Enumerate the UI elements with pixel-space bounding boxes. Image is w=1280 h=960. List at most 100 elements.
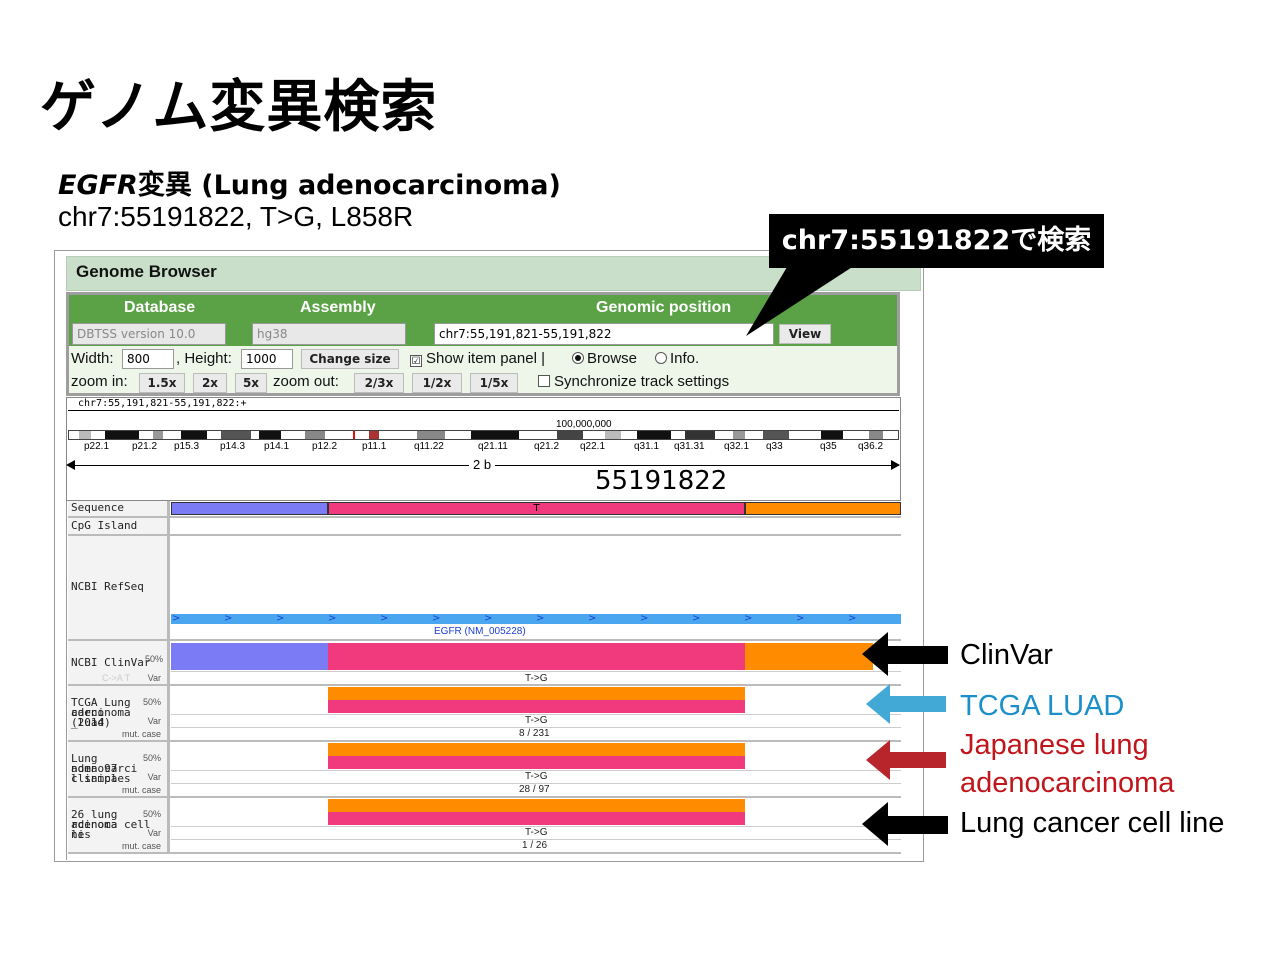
label-cellline: Lung cancer cell line <box>960 807 1225 839</box>
tcga-count: 8 / 231 <box>519 728 550 739</box>
tcga-bar-g <box>328 687 745 700</box>
scale-line <box>68 410 899 411</box>
japanese-change: T->G <box>525 771 548 782</box>
show-item-panel-checkbox[interactable]: ☑ <box>410 355 422 367</box>
zoom-out-label: zoom out: <box>273 373 339 390</box>
position-header: Genomic position <box>596 299 732 316</box>
track-pointer-arrows <box>862 632 948 846</box>
clinvar-bar-g <box>745 643 873 670</box>
cellline-bar-g <box>328 799 745 812</box>
subtitle-rest: 変異 (Lung adenocarcinoma) <box>137 170 561 201</box>
refseq-gene-name[interactable]: EGFR (NM_005228) <box>434 626 526 637</box>
cellline-bar-t <box>328 812 745 825</box>
band-label: q22.1 <box>580 441 606 452</box>
band-label: q36.2 <box>858 441 884 452</box>
cellline-change: T->G <box>525 827 548 838</box>
zoom-out-1-5x-button[interactable]: 1/5x <box>470 373 518 393</box>
track-label-cellline[interactable]: 26 lung adenoca rcinoma cell li nes 50% … <box>68 798 170 854</box>
row-divider <box>171 783 901 784</box>
zoom-in-1.5x-button[interactable]: 1.5x <box>139 373 185 393</box>
japanese-arrow-icon <box>866 740 946 780</box>
browse-radio-option[interactable]: Browse <box>572 350 637 367</box>
track-label-tcga[interactable]: TCGA Lung adeno carcinoma (luad _2014) 5… <box>68 686 170 740</box>
subtitle-gene: EGFR変異 (Lung adenocarcinoma) <box>58 163 561 202</box>
tcga-arrow-icon <box>866 684 946 724</box>
strand-chevron-icon: > <box>224 613 233 624</box>
span-label: 2 b <box>469 457 496 472</box>
position-input[interactable]: chr7:55,191,821-55,191,822 <box>434 323 774 345</box>
height-label: , Height: <box>176 350 232 367</box>
track-label-clinvar[interactable]: NCBI ClinVar 50% C->A T Var <box>68 641 170 684</box>
sync-checkbox[interactable] <box>538 375 550 387</box>
track-divider <box>68 534 901 536</box>
assembly-select[interactable]: hg38 <box>252 323 406 345</box>
info-radio-option[interactable]: Info. <box>655 350 699 367</box>
track-label-sequence[interactable]: Sequence <box>68 501 170 516</box>
view-button[interactable]: View <box>779 324 831 344</box>
slide-title: ゲノム変異検索 <box>40 75 438 140</box>
database-select[interactable]: DBTSS version 10.0 <box>72 323 226 345</box>
row-divider <box>171 727 901 728</box>
gene-name: EGFR <box>58 170 138 201</box>
strand-chevron-icon: > <box>432 613 441 624</box>
band-label: p21.2 <box>132 441 158 452</box>
refseq-gene-bar[interactable] <box>171 614 901 624</box>
band-label: p14.1 <box>264 441 290 452</box>
info-label: Info. <box>670 350 700 367</box>
browse-label: Browse <box>587 350 638 367</box>
cellline-arrow-icon <box>862 802 948 846</box>
show-item-panel[interactable]: ☑Show item panel | <box>410 350 545 367</box>
strand-chevron-icon: > <box>848 613 857 624</box>
row-divider <box>171 671 901 672</box>
strand-chevron-icon: > <box>328 613 337 624</box>
band-label: q35 <box>820 441 837 452</box>
japanese-bar-t <box>328 756 745 769</box>
row-divider <box>171 839 901 840</box>
browser-title: Genome Browser <box>76 262 217 281</box>
track-divider <box>68 796 901 798</box>
japanese-bar-g <box>328 743 745 756</box>
band-label: p15.3 <box>174 441 200 452</box>
band-label: p22.1 <box>84 441 110 452</box>
sync-label: Synchronize track settings <box>554 373 730 390</box>
height-input[interactable]: 1000 <box>241 349 293 369</box>
clinvar-bar-a <box>171 643 328 670</box>
change-size-button[interactable]: Change size <box>301 349 399 369</box>
zoom-out-2-3x-button[interactable]: 2/3x <box>354 373 404 393</box>
span-arrow-left-icon <box>66 460 75 470</box>
track-divider <box>68 740 901 742</box>
zoom-in-5x-button[interactable]: 5x <box>235 373 267 393</box>
sync-track-settings[interactable]: Synchronize track settings <box>538 373 729 390</box>
sequence-base-g <box>745 502 901 515</box>
label-japanese-2: adenocarcinoma <box>960 767 1175 799</box>
strand-chevron-icon: > <box>536 613 545 624</box>
track-divider <box>68 639 901 641</box>
browse-radio[interactable] <box>572 352 584 364</box>
chromosome-ideogram[interactable] <box>68 430 899 440</box>
tcga-change: T->G <box>525 715 548 726</box>
track-divider <box>68 516 901 518</box>
strand-chevron-icon: > <box>276 613 285 624</box>
tcga-bar-t <box>328 700 745 713</box>
band-label: p12.2 <box>312 441 338 452</box>
strand-chevron-icon: > <box>744 613 753 624</box>
variant-line: chr7:55191822, T>G, L858R <box>58 201 414 232</box>
zoom-out-1-2x-button[interactable]: 1/2x <box>412 373 462 393</box>
japanese-count: 28 / 97 <box>519 784 550 795</box>
row-divider <box>171 826 901 827</box>
coordinate-label: chr7:55,191,821-55,191,822:+ <box>78 398 247 409</box>
position-number: 55191822 <box>595 466 728 496</box>
row-divider <box>171 714 901 715</box>
strand-chevron-icon: > <box>172 613 181 624</box>
info-radio[interactable] <box>655 352 667 364</box>
band-label: p11.1 <box>362 441 387 452</box>
width-input[interactable]: 800 <box>122 349 174 369</box>
span-arrow-right-icon <box>891 460 900 470</box>
track-label-refseq[interactable]: NCBI RefSeq <box>68 536 170 640</box>
band-label: q32.1 <box>724 441 750 452</box>
track-label-japanese[interactable]: Lung adenocarci noma 97 clinica l sample… <box>68 742 170 796</box>
track-label-cpg[interactable]: CpG Island <box>68 518 170 534</box>
zoom-in-2x-button[interactable]: 2x <box>193 373 227 393</box>
callout-box: chr7:55191822で検索 <box>769 214 1104 268</box>
callout-pointer-icon <box>746 262 860 336</box>
